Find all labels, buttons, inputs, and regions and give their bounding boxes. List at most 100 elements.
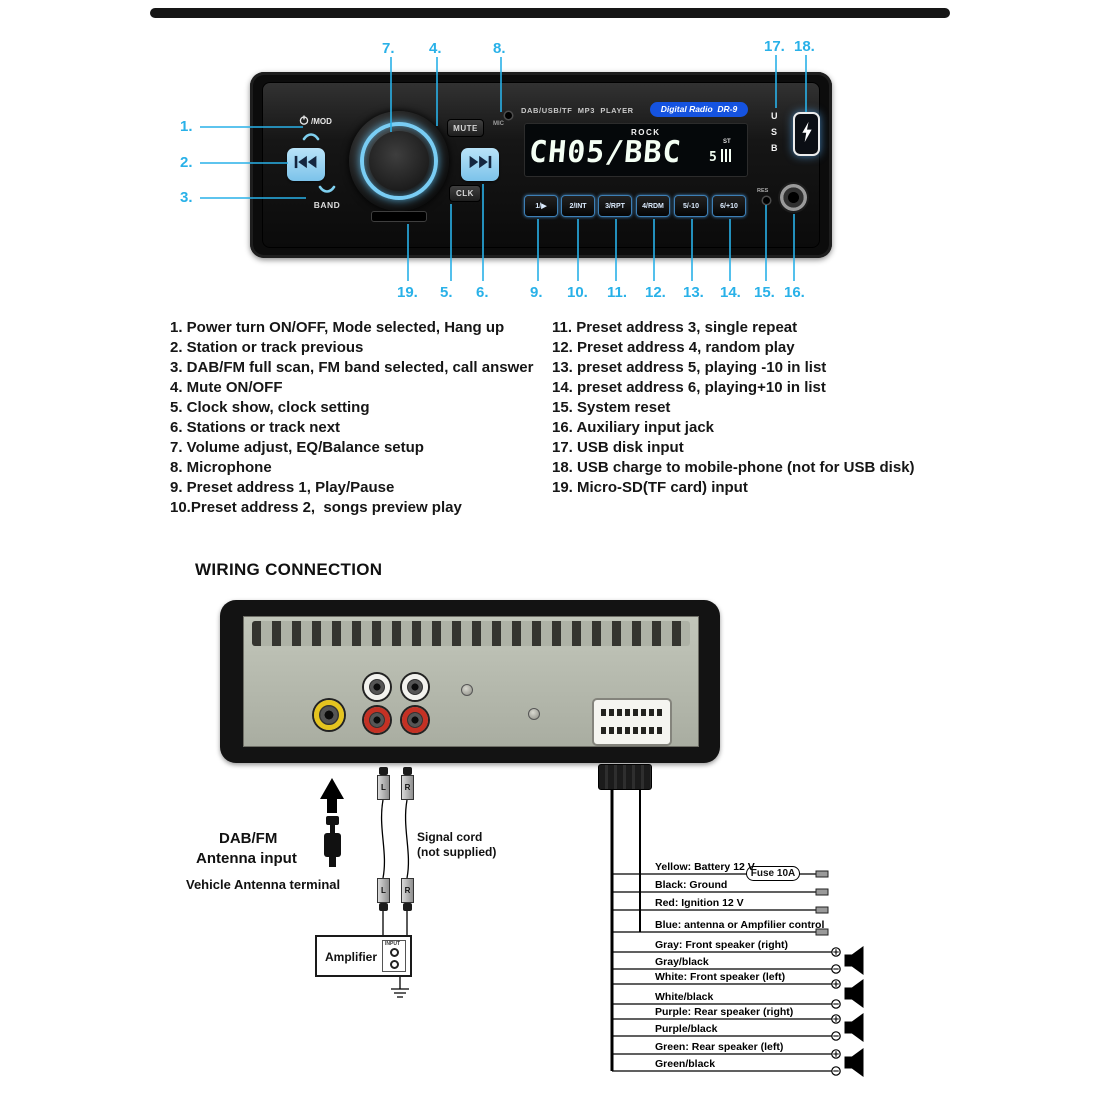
next-icon: [467, 154, 493, 175]
legend-item-4: 4. Mute ON/OFF: [170, 379, 283, 396]
wire-label-purple: Purple: Rear speaker (right): [655, 1006, 794, 1018]
usb-letter-u: U: [771, 111, 778, 121]
legend-item-5: 5. Clock show, clock setting: [170, 399, 370, 416]
legend-item-15: 15. System reset: [552, 399, 671, 416]
wire-label-white: White: Front speaker (left): [655, 971, 786, 983]
page-top-strip: [150, 8, 950, 18]
legend-item-7: 7. Volume adjust, EQ/Balance setup: [170, 439, 424, 456]
brand-badge: Digital Radio DR-9: [650, 102, 748, 117]
aux-input-jack: [780, 184, 807, 211]
preset-1-button: 1/▶: [524, 195, 558, 217]
lcd-signal-bars: [721, 149, 732, 162]
legend-item-6: 6. Stations or track next: [170, 419, 341, 436]
screw: [528, 708, 540, 720]
legend-item-10: 10.Preset address 2, songs preview play: [170, 499, 462, 516]
callout-18: 18.: [794, 38, 815, 55]
legend-item-11: 11. Preset address 3, single repeat: [552, 319, 798, 336]
next-track-button: [461, 148, 499, 181]
lcd-st-indicator: ST: [723, 139, 731, 145]
plug-letter-l: L: [381, 783, 386, 792]
callout-8: 8.: [493, 40, 506, 57]
callout-14: 14.: [720, 284, 741, 301]
screw: [461, 684, 473, 696]
preset-4-label: 4/RDM: [642, 202, 664, 210]
rca-jack-white-left: [364, 674, 390, 700]
plug-letter-l: L: [381, 886, 386, 895]
callout-9: 9.: [530, 284, 543, 301]
wire-label-ground: Black: Ground: [655, 879, 728, 891]
preset-6-button: 6/+10: [712, 195, 746, 217]
band-button: BAND: [303, 182, 351, 216]
wire-label-ignition: Red: Ignition 12 V: [655, 897, 744, 909]
power-icon: [299, 112, 309, 130]
clock-button: CLK: [449, 185, 481, 202]
iso-pin-row: [601, 709, 665, 716]
rca-jack-white-right: [402, 674, 428, 700]
preset-5-button: 5/-10: [674, 195, 708, 217]
usb-letter-b: B: [771, 143, 778, 153]
preset-5-label: 5/-10: [683, 202, 699, 210]
amplifier-box: Amplifier INPUT: [315, 935, 412, 977]
signal-cord-label-line1: Signal cord: [417, 830, 483, 844]
callout-10: 10.: [567, 284, 588, 301]
amp-input-panel: INPUT: [382, 940, 406, 972]
legend-item-13: 13. preset address 5, playing -10 in lis…: [552, 359, 827, 376]
amplifier-label: Amplifier: [325, 950, 378, 964]
rca-jack-red-left: [364, 707, 390, 733]
preset-3-button: 3/RPT: [598, 195, 632, 217]
legend-item-19: 19. Micro-SD(TF card) input: [552, 479, 748, 496]
legend-item-3: 3. DAB/FM full scan, FM band selected, c…: [170, 359, 534, 376]
antenna-plug-tip: [329, 857, 336, 867]
preset-4-button: 4/RDM: [636, 195, 670, 217]
preset-2-label: 2/INT: [569, 202, 587, 210]
preset-1-label: 1/▶: [535, 203, 547, 210]
wire-label-battery: Yellow: Battery 12 V: [655, 861, 755, 873]
antenna-label-line2: Antenna input: [196, 850, 297, 867]
microphone-hole: [505, 112, 512, 119]
callout-16: 16.: [784, 284, 805, 301]
rca-plug-cap: [403, 903, 412, 911]
legend-item-2: 2. Station or track previous: [170, 339, 364, 356]
antenna-plug-cap: [326, 816, 339, 825]
wiring-title: WIRING CONNECTION: [195, 560, 383, 579]
usb-letter-s: S: [771, 127, 778, 137]
legend-item-18: 18. USB charge to mobile-phone (not for …: [552, 459, 915, 476]
legend-item-9: 9. Preset address 1, Play/Pause: [170, 479, 395, 496]
lcd-display: ROCK CH05/BBC 5 ST: [524, 123, 748, 177]
wire-label-antenna-control: Blue: antenna or Ampfilier control: [655, 919, 825, 931]
mute-label: MUTE: [453, 123, 478, 133]
wire-label-purple-black: Purple/black: [655, 1023, 718, 1035]
antenna-jack: [314, 700, 344, 730]
legend-item-16: 16. Auxiliary input jack: [552, 419, 715, 436]
callout-17: 17.: [764, 38, 785, 55]
preset-2-button: 2/INT: [561, 195, 595, 217]
previous-icon: [293, 154, 319, 175]
antenna-terminal-label: Vehicle Antenna terminal: [186, 877, 341, 892]
legend-item-12: 12. Preset address 4, random play: [552, 339, 795, 356]
amp-input-jack: [390, 960, 399, 969]
callout-1: 1.: [180, 118, 193, 135]
mute-button: MUTE: [447, 119, 484, 137]
callout-5: 5.: [440, 284, 453, 301]
rca-plug-right-top: R: [401, 775, 414, 800]
legend-item-14: 14. preset address 6, playing+10 in list: [552, 379, 826, 396]
mic-label: MIC: [493, 121, 504, 127]
lightning-bolt-icon: [800, 119, 814, 150]
lcd-small-digit: 5: [709, 150, 717, 165]
volume-knob-ring: [360, 122, 438, 200]
callout-3: 3.: [180, 189, 193, 206]
rca-plug-cap: [379, 767, 388, 775]
callout-12: 12.: [645, 284, 666, 301]
callout-13: 13.: [683, 284, 704, 301]
micro-sd-slot: [371, 211, 427, 222]
band-label: BAND: [313, 200, 341, 210]
rca-plug-cap: [403, 767, 412, 775]
rca-plug-left-top: L: [377, 775, 390, 800]
callout-15: 15.: [754, 284, 775, 301]
player-type-label: DAB/USB/TF MP3 PLAYER: [521, 106, 634, 115]
callout-4: 4.: [429, 40, 442, 57]
wire-label-gray-black: Gray/black: [655, 956, 709, 968]
